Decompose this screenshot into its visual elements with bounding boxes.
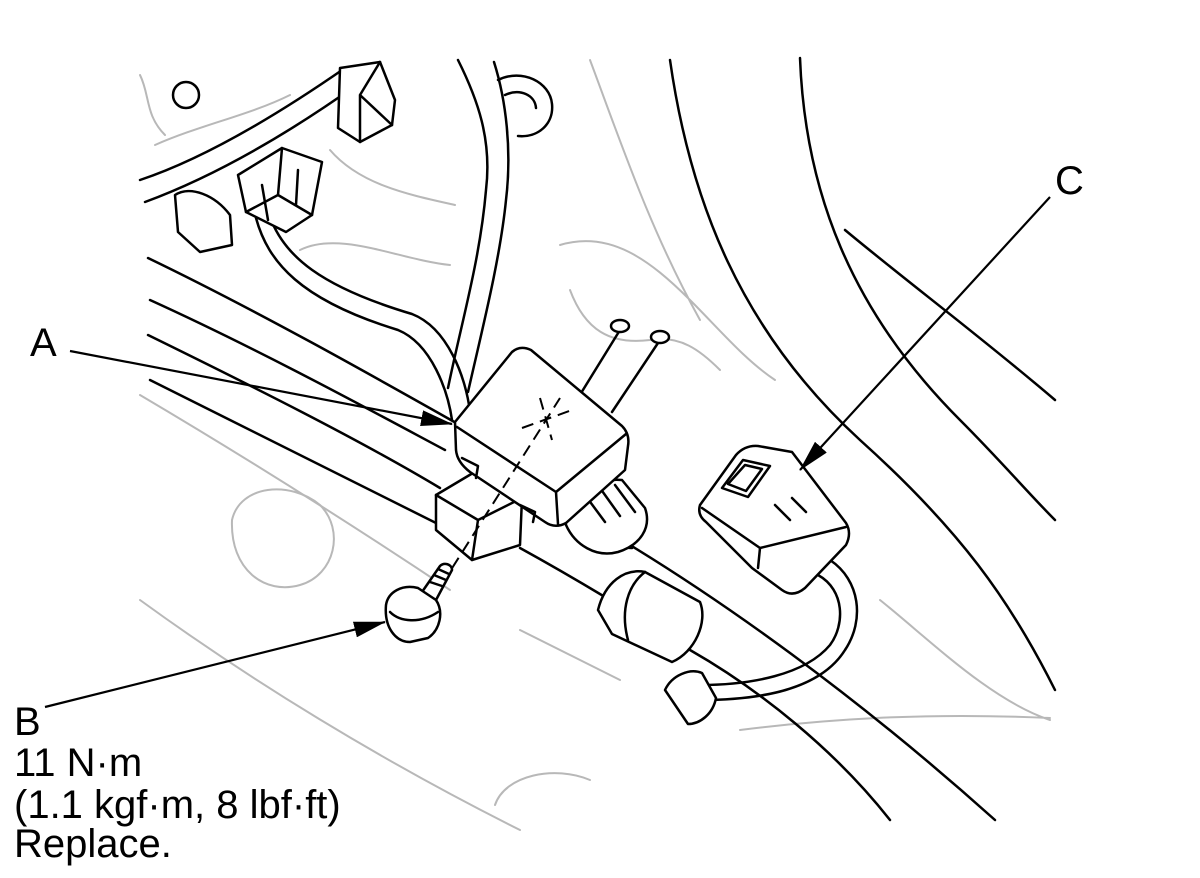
callout-labels: A C B 11 N·m (1.1 kgf·m, 8 lbf·ft) Repla… <box>14 159 1084 866</box>
branch-wires <box>254 58 510 422</box>
label-c: C <box>1055 159 1084 203</box>
part-c-connector <box>663 444 859 726</box>
wire-harness <box>146 256 997 822</box>
leader-line-c <box>799 196 1051 471</box>
connector-c-wire <box>698 558 859 702</box>
harness-clip-edges <box>244 146 314 222</box>
part-a-sensor <box>453 346 649 555</box>
body-structure-curves <box>668 56 1057 692</box>
body-panel-contours <box>139 59 1051 831</box>
sensor-body <box>453 346 630 527</box>
label-b: B <box>14 700 41 744</box>
part-b-bolt <box>384 562 454 644</box>
connector-c-edges <box>700 496 848 570</box>
body-curve-lines <box>668 56 1057 692</box>
upper-wiring <box>138 58 554 422</box>
clamp-mid-edge <box>623 570 647 642</box>
bracket-block <box>173 189 234 254</box>
grommet-ring <box>171 80 201 110</box>
replace-note: Replace. <box>14 822 172 866</box>
connector-c-wire-clip <box>663 670 718 726</box>
bolt-threads <box>428 567 451 588</box>
torque-spec: 11 N·m <box>14 741 142 785</box>
leader-line-b <box>44 620 386 709</box>
clamp-mid <box>596 570 704 664</box>
bolt-head <box>384 585 442 644</box>
label-a: A <box>30 321 57 365</box>
connector-c-socket <box>720 458 772 499</box>
mounting-guide-lines <box>576 328 662 414</box>
mounting-alignment <box>576 318 671 414</box>
upper-cable <box>138 66 360 204</box>
sensor-body-edges <box>455 425 628 526</box>
connector-c-body <box>698 444 851 595</box>
leader-lines <box>44 196 1051 709</box>
mounting-hole-2 <box>649 329 671 345</box>
harness-lines <box>146 256 997 822</box>
leader-line-a <box>69 349 453 427</box>
wire-hook <box>496 74 554 138</box>
torque-spec-alt: (1.1 kgf·m, 8 lbf·ft) <box>14 783 341 827</box>
bolt-head-edge <box>388 610 440 622</box>
mounting-hole-1 <box>609 318 631 334</box>
upper-connector-edges <box>358 60 394 144</box>
panel-hole-outline <box>230 488 335 589</box>
clamp-near-part-a-edges <box>434 493 524 562</box>
